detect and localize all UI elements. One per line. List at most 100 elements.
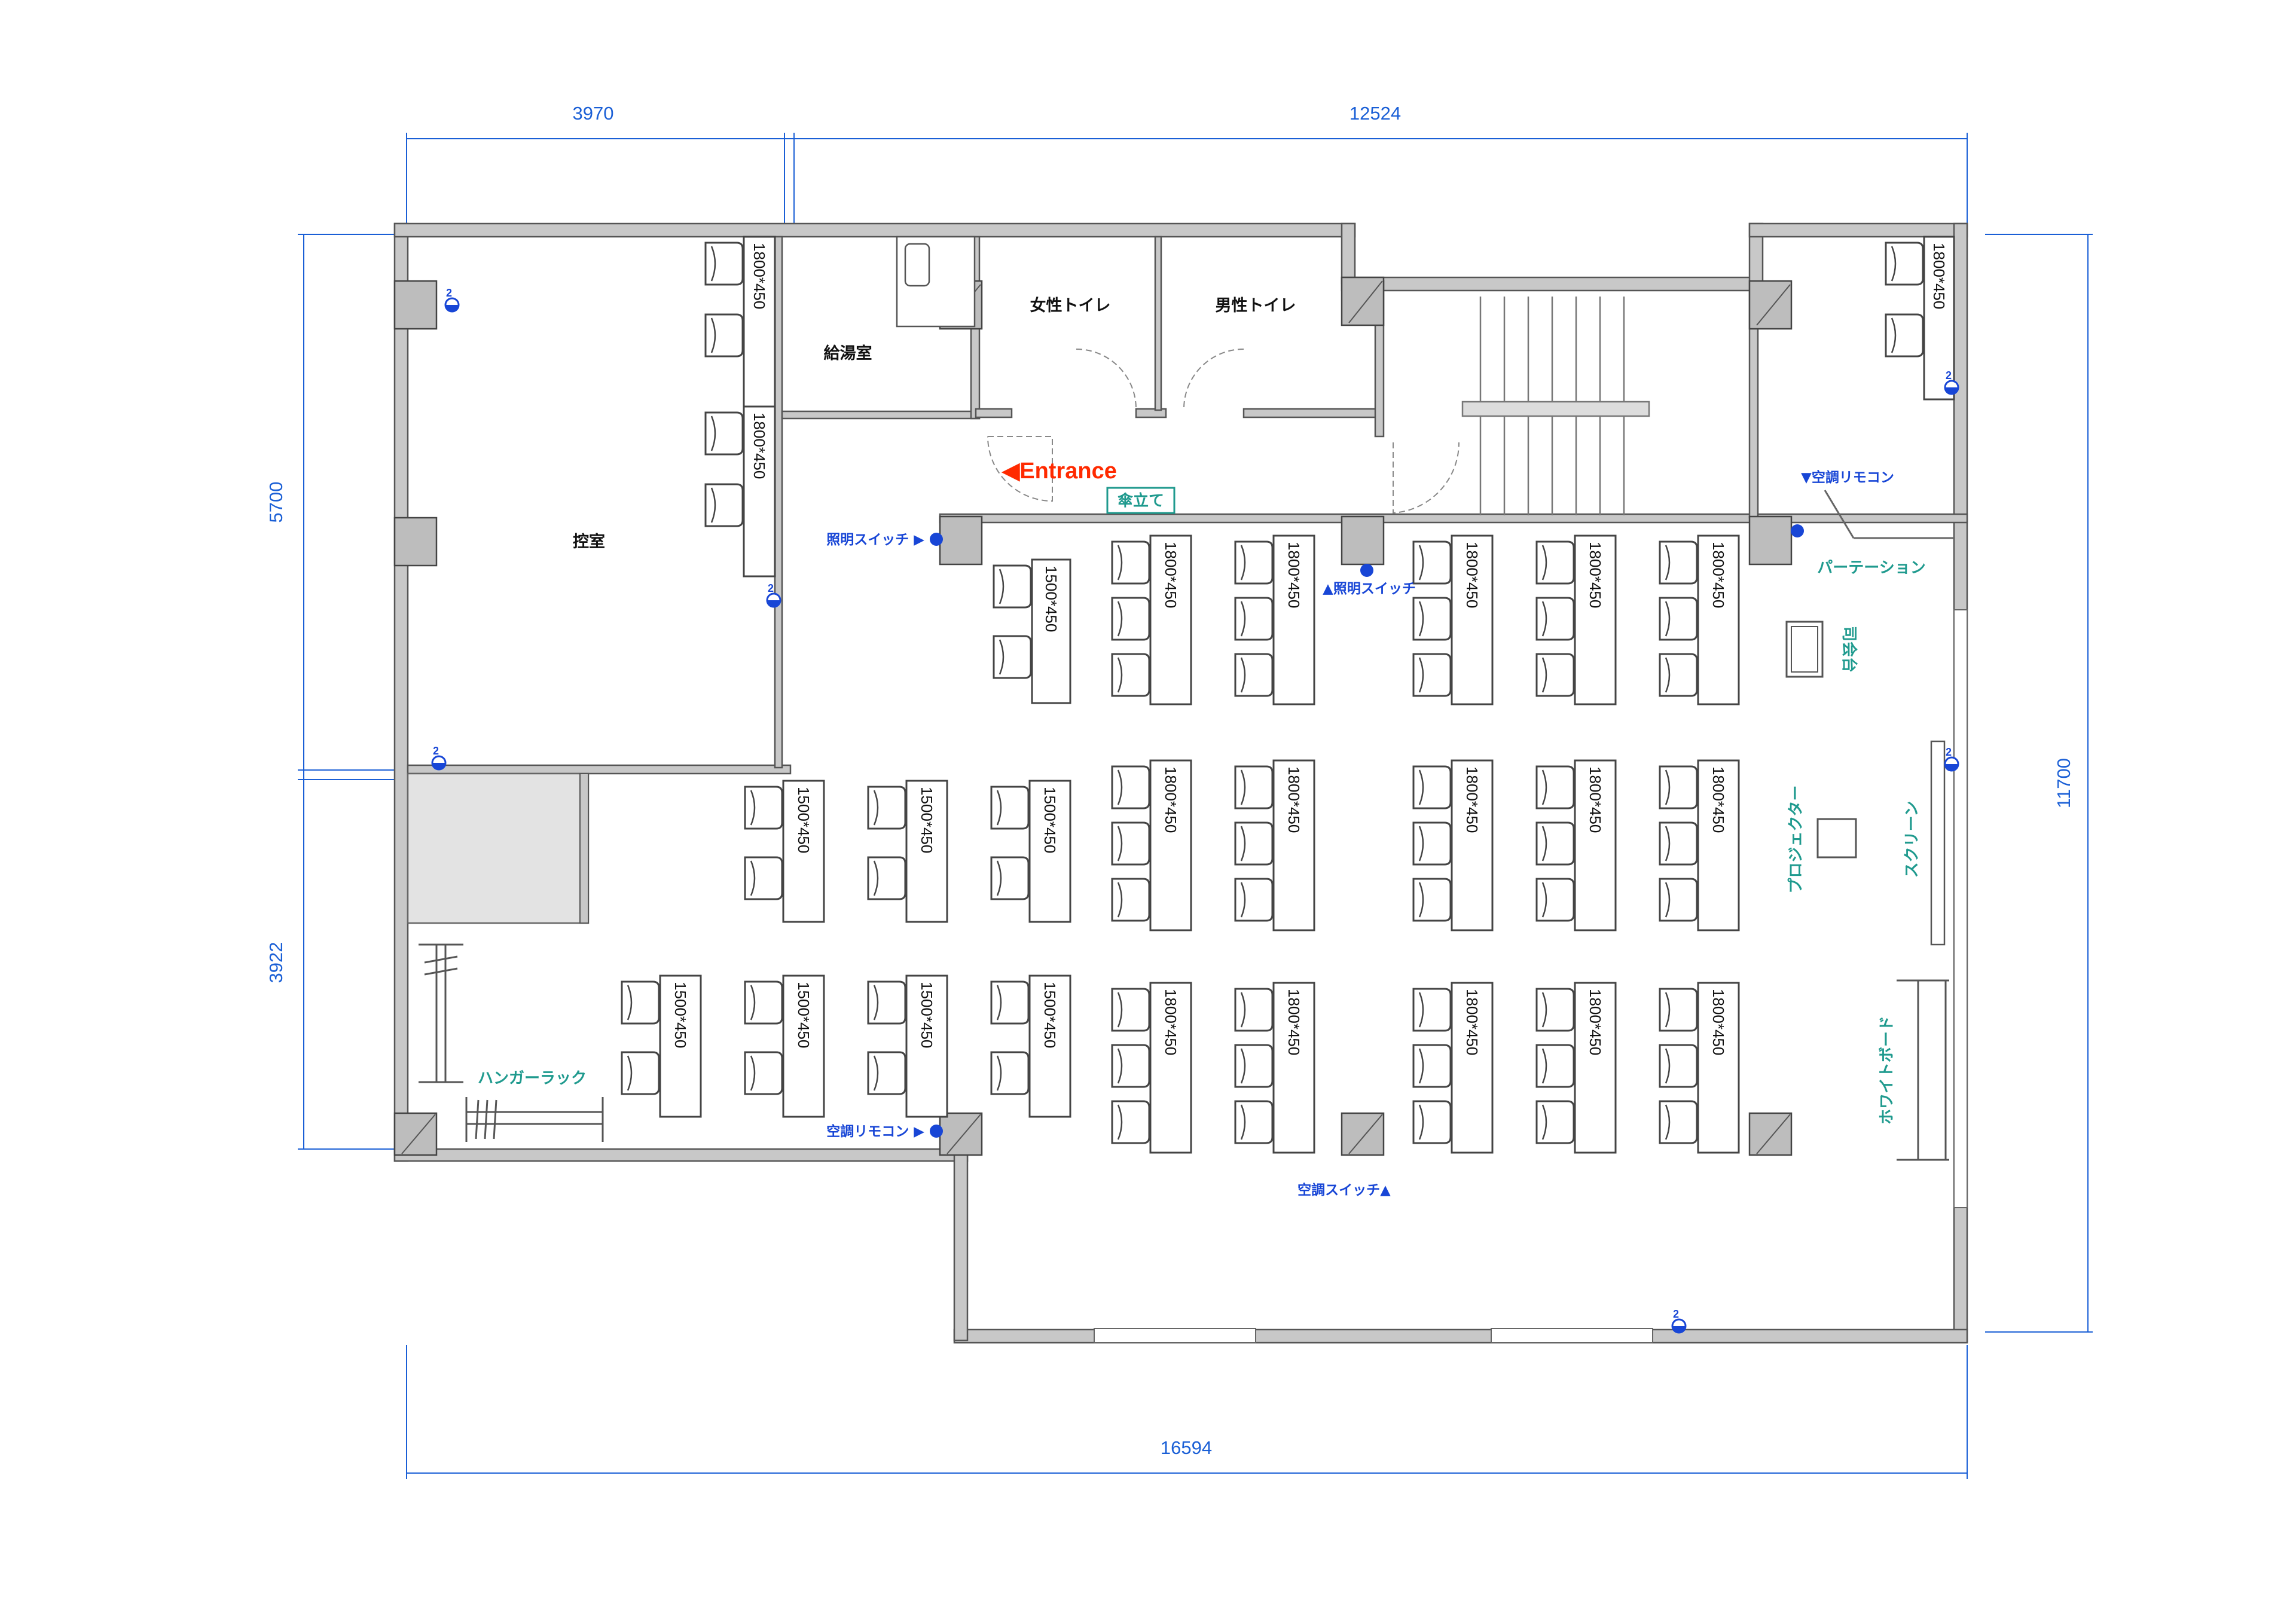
chair: [867, 980, 906, 1025]
chair: [744, 1051, 783, 1095]
chair: [1659, 765, 1698, 809]
chair: [1412, 597, 1452, 641]
desk-size-label: 1800*450: [1586, 989, 1604, 1055]
desk-group: [1659, 759, 1740, 931]
podium-label: 司会台: [1840, 626, 1858, 673]
chair: [1111, 988, 1150, 1032]
desk-group: [621, 974, 702, 1118]
chair: [744, 786, 783, 830]
desk-size-label: 1800*450: [1162, 989, 1180, 1055]
chair: [1659, 988, 1698, 1032]
light-switch-label-1: 照明スイッチ ▶: [826, 532, 924, 548]
chair: [1412, 988, 1452, 1032]
partition: [1824, 490, 1954, 539]
chair: [1234, 540, 1274, 585]
chair: [990, 980, 1030, 1025]
hanger-rack: [419, 943, 604, 1142]
desk: [1574, 759, 1617, 931]
outlet-count: 2: [768, 582, 774, 594]
ac-remote-label-1: ▼空調リモコン: [1801, 469, 1894, 485]
chair: [993, 635, 1032, 679]
dimension-lines: [298, 133, 2093, 1479]
desk: [782, 780, 825, 923]
chair: [867, 856, 906, 900]
desk: [1028, 974, 1071, 1118]
partition-label: パーテーション: [1817, 559, 1925, 577]
desk-size-label: 1800*450: [750, 243, 768, 309]
ac-remote-label-2: 空調リモコン ▶: [826, 1123, 924, 1139]
desk-group: [990, 974, 1071, 1118]
chair: [1111, 821, 1150, 866]
room-kitchen: 給湯室: [824, 344, 872, 363]
switch-markers: [930, 524, 1804, 1138]
chair: [1111, 597, 1150, 641]
desk-group: [1111, 759, 1192, 931]
desk: [905, 974, 948, 1118]
chair: [990, 856, 1030, 900]
chair: [990, 1051, 1030, 1095]
chair: [1234, 765, 1274, 809]
desk: [1697, 534, 1740, 705]
podium: [1785, 621, 1824, 678]
desk-size-label: 1800*450: [1463, 542, 1481, 608]
kitchen-sink: [904, 243, 930, 287]
doors: [987, 349, 1460, 514]
desk: [1697, 759, 1740, 931]
desk-group: [744, 780, 825, 923]
chair: [993, 564, 1032, 609]
desk-group: [1111, 534, 1192, 705]
desk: [1272, 982, 1315, 1154]
dimension-bottom: 16594: [1161, 1437, 1212, 1458]
desk: [1272, 759, 1315, 931]
chair: [1412, 765, 1452, 809]
desk-size-label: 1800*450: [1162, 542, 1180, 608]
chair: [1111, 1100, 1150, 1144]
chair: [744, 856, 783, 900]
desk: [1272, 534, 1315, 705]
desk-size-label: 1800*450: [1930, 243, 1948, 309]
desk-group: [704, 236, 776, 408]
desk-group: [1535, 759, 1617, 931]
chair: [1535, 821, 1575, 866]
chair: [1111, 765, 1150, 809]
desk: [1031, 558, 1071, 704]
outlet-icon: 2: [1671, 1308, 1687, 1334]
desk: [1149, 759, 1192, 931]
chair: [1659, 653, 1698, 697]
projector: [1816, 818, 1857, 859]
chair: [1659, 540, 1698, 585]
light-switch-label-2: ▲照明スイッチ: [1323, 581, 1416, 597]
walls: [393, 222, 1968, 1344]
desk-size-label: 1800*450: [1709, 989, 1727, 1055]
desk-size-label: 1800*450: [750, 413, 768, 479]
desk-size-label: 1800*450: [1586, 766, 1604, 833]
chair: [1535, 765, 1575, 809]
desk-size-label: 1800*450: [1285, 542, 1303, 608]
desk-size-label: 1800*450: [1586, 542, 1604, 608]
chair: [1234, 878, 1274, 922]
furniture: [621, 236, 1955, 1154]
desk: [1028, 780, 1071, 923]
projector-label: プロジェクター: [1787, 786, 1805, 894]
chair: [1234, 988, 1274, 1032]
chair: [1234, 653, 1274, 697]
chair: [1111, 653, 1150, 697]
desk: [659, 974, 702, 1118]
chair: [1659, 1100, 1698, 1144]
desk-group: [867, 780, 948, 923]
chair: [1234, 821, 1274, 866]
whiteboard: [1897, 979, 1949, 1161]
chair: [1535, 597, 1575, 641]
chair: [1111, 1044, 1150, 1088]
desk-size-label: 1800*450: [1463, 766, 1481, 833]
desk-group: [1234, 534, 1315, 705]
chair: [621, 1051, 660, 1095]
hanger-rack-label: ハンガーラック: [478, 1070, 587, 1087]
outlet-count: 2: [1673, 1308, 1679, 1320]
screen-label: スクリーン: [1903, 801, 1921, 878]
desk-group: [1659, 982, 1740, 1154]
chair: [1412, 1100, 1452, 1144]
desk-group: [1234, 982, 1315, 1154]
chair: [1885, 313, 1924, 358]
